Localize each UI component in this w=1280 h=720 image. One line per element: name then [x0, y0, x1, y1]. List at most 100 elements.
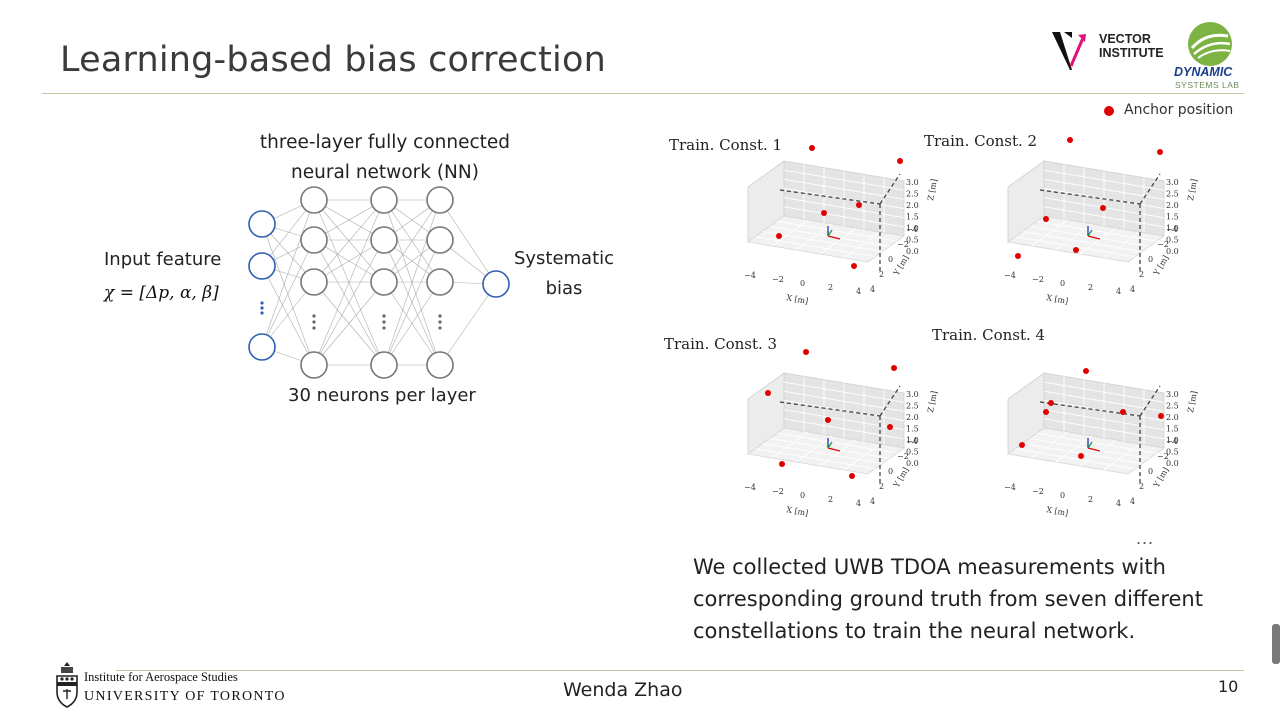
- connection-line: [383, 199, 441, 283]
- input-neuron: [248, 210, 276, 238]
- z-tick-label: 3.0: [906, 178, 919, 187]
- x-axis-label: X [m]: [1046, 505, 1069, 518]
- network-caption-line2: neural network (NN): [291, 162, 479, 183]
- connection-line: [261, 199, 315, 267]
- anchor-point: [1067, 137, 1073, 143]
- hidden-ellipsis-dot: [312, 326, 316, 330]
- y-tick-label: 4: [1130, 285, 1135, 294]
- grid-line: [1079, 227, 1117, 255]
- origin-x-axis: [1087, 447, 1101, 452]
- anchor-point: [1015, 253, 1021, 259]
- room-outline: [1139, 173, 1161, 205]
- floor: [746, 215, 906, 263]
- plot-label-4: Train. Const. 4: [932, 326, 1046, 344]
- grid-line: [843, 443, 881, 471]
- floor: [1006, 427, 1166, 475]
- anchor-point: [779, 461, 785, 467]
- x-axis-label: X [m]: [786, 505, 809, 518]
- hidden-neuron: [370, 351, 398, 379]
- z-tick-label: 0.0: [1166, 247, 1179, 256]
- hidden-neuron: [300, 351, 328, 379]
- anchor-point: [1043, 409, 1049, 415]
- room-outline: [779, 189, 881, 205]
- connection-line: [383, 281, 441, 366]
- y-tick-label: 0: [1148, 467, 1153, 476]
- y-tick-label: −4: [1166, 225, 1178, 234]
- connection-line: [439, 199, 497, 285]
- z-tick-label: 1.0: [1166, 436, 1179, 445]
- origin-y-axis: [1087, 441, 1093, 449]
- y-axis-label: Y [m]: [891, 254, 910, 278]
- anchor-point: [803, 349, 809, 355]
- anchor-point: [891, 365, 897, 371]
- grid-line: [1036, 220, 1157, 242]
- connection-line: [261, 199, 315, 348]
- connection-line: [313, 239, 385, 366]
- x-tick-label: 4: [1116, 287, 1121, 296]
- university-name: UNIVERSITY OF TORONTO: [84, 689, 286, 704]
- anchor-point: [1120, 409, 1126, 415]
- z-tick-label: 1.5: [1166, 425, 1179, 434]
- y-axis-label: Y [m]: [1151, 466, 1170, 490]
- x-tick-label: −2: [1032, 487, 1044, 496]
- network-caption: three-layer fully connected neural netwo…: [258, 128, 512, 188]
- input-ellipsis-dot: [260, 311, 264, 315]
- hidden-neuron: [426, 351, 454, 379]
- output-label-line1: Systematic: [513, 248, 615, 269]
- x-tick-label: 0: [800, 279, 805, 288]
- connection-line: [261, 265, 315, 366]
- input-ellipsis-dot: [260, 301, 264, 305]
- neurons-per-layer-label: 30 neurons per layer: [288, 385, 476, 406]
- z-tick-label: 2.5: [1166, 190, 1179, 199]
- y-tick-label: 4: [1130, 497, 1135, 506]
- y-axis-label: Y [m]: [891, 466, 910, 490]
- anchor-point: [1048, 400, 1054, 406]
- plot-label-3: Train. Const. 3: [664, 335, 778, 353]
- x-tick-label: −4: [1004, 271, 1016, 280]
- room-outline: [1039, 189, 1141, 205]
- z-tick-label: 2.0: [906, 201, 919, 210]
- z-tick-label: 1.5: [906, 213, 919, 222]
- z-tick-label: 0.0: [1166, 459, 1179, 468]
- z-tick-label: 0.0: [906, 459, 919, 468]
- grid-line: [771, 431, 809, 459]
- z-tick-label: 0.5: [1166, 236, 1179, 245]
- z-tick-label: 1.0: [906, 224, 919, 233]
- x-tick-label: −2: [772, 487, 784, 496]
- y-tick-label: 4: [870, 285, 875, 294]
- anchor-point: [776, 233, 782, 239]
- x-tick-label: 2: [1088, 283, 1093, 292]
- z-tick-label: 2.5: [906, 402, 919, 411]
- plot-axes-group: [1006, 160, 1166, 274]
- grid-line: [776, 432, 897, 454]
- uoft-crest-icon: [56, 662, 78, 708]
- input-neuron: [248, 333, 276, 361]
- vector-institute-wordmark: VECTOR INSTITUTE: [1099, 32, 1164, 60]
- y-tick-label: 2: [879, 270, 884, 279]
- output-neuron: [482, 270, 510, 298]
- grid-line: [1015, 236, 1136, 258]
- origin-y-axis: [1087, 229, 1093, 237]
- z-tick-label: 2.0: [1166, 201, 1179, 210]
- hidden-neuron: [426, 186, 454, 214]
- plot-label-1: Train. Const. 1: [669, 136, 783, 154]
- anchor-point: [887, 424, 893, 430]
- anchor-point: [821, 210, 827, 216]
- connection-line: [383, 239, 441, 366]
- x-tick-label: −4: [1004, 483, 1016, 492]
- grid-line: [776, 220, 897, 242]
- grid-line: [755, 448, 876, 470]
- input-neuron: [248, 252, 276, 280]
- y-tick-label: −2: [897, 452, 909, 461]
- anchor-point: [1158, 413, 1164, 419]
- hidden-neuron: [300, 268, 328, 296]
- z-tick-label: 1.5: [1166, 213, 1179, 222]
- y-tick-label: 2: [1139, 270, 1144, 279]
- scroll-handle[interactable]: [1272, 624, 1280, 664]
- x-tick-label: 2: [828, 283, 833, 292]
- y-axis-label: Y [m]: [1151, 254, 1170, 278]
- anchor-point: [1073, 247, 1079, 253]
- input-ellipsis-dot: [260, 306, 264, 310]
- dsl-wordmark: DYNAMIC: [1174, 65, 1233, 79]
- x-tick-label: 2: [1088, 495, 1093, 504]
